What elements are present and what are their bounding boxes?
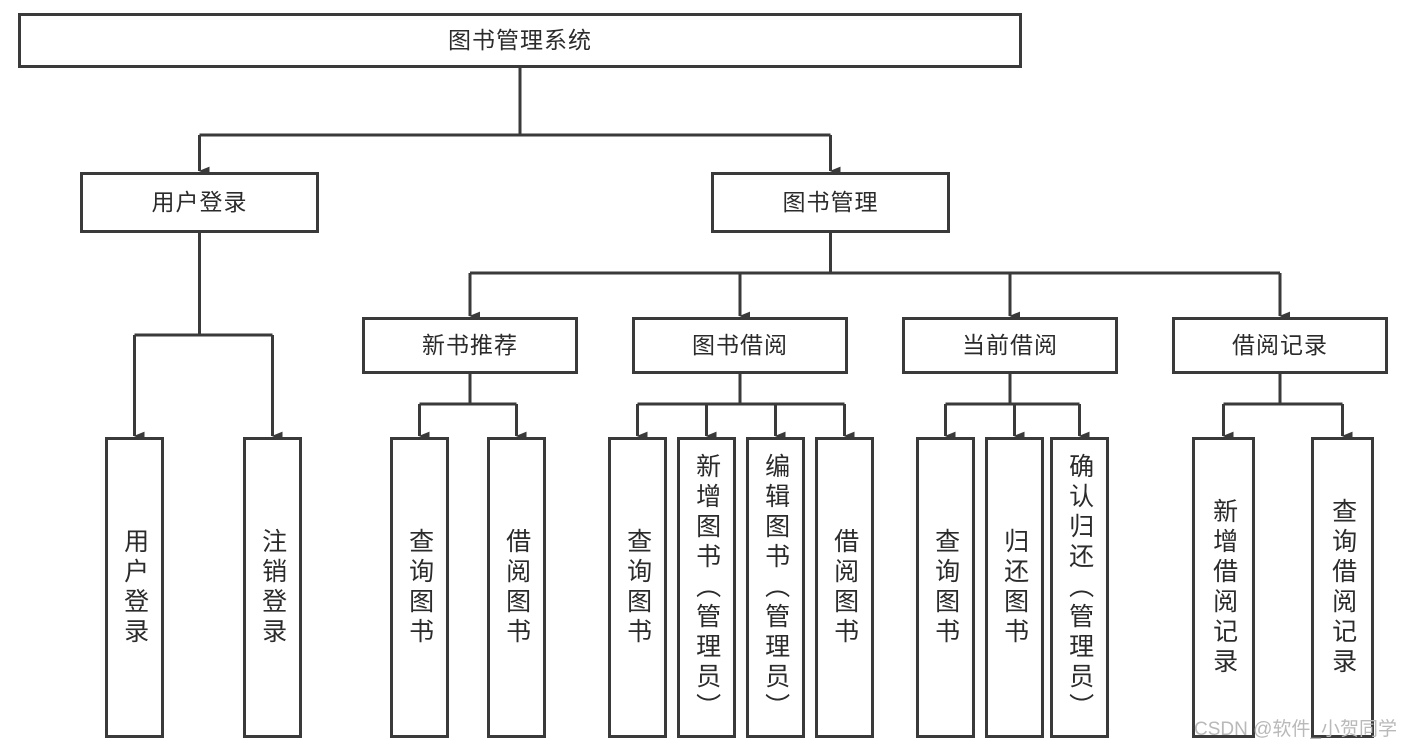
node-label: 归还图书 [1000,527,1029,648]
node-label: 注销登录 [258,527,287,648]
node-leaf-edit-book[interactable]: 编辑图书（管理员） [746,437,805,738]
node-label: 新增图书（管理员） [692,452,721,723]
node-user-login[interactable]: 用户登录 [80,172,319,233]
node-label: 查询图书 [405,527,434,648]
node-current-borrow[interactable]: 当前借阅 [902,317,1118,374]
node-leaf-query-book-2[interactable]: 查询图书 [608,437,667,738]
node-leaf-query-book-1[interactable]: 查询图书 [390,437,449,738]
node-label: 图书借阅 [692,331,788,358]
node-label: 图书管理系统 [448,26,592,53]
node-leaf-add-book[interactable]: 新增图书（管理员） [677,437,736,738]
node-label: 借阅图书 [502,527,531,648]
node-label: 查询图书 [623,527,652,648]
node-book-manage[interactable]: 图书管理 [711,172,950,233]
node-label: 新增借阅记录 [1209,497,1238,678]
node-label: 查询借阅记录 [1328,497,1357,678]
node-label: 用户登录 [151,188,248,215]
node-leaf-user-login[interactable]: 用户登录 [105,437,164,738]
node-leaf-return-book[interactable]: 归还图书 [985,437,1044,738]
node-label: 图书管理 [782,188,879,215]
node-new-book-recommend[interactable]: 新书推荐 [362,317,578,374]
node-label: 借阅记录 [1232,331,1328,358]
node-root-system[interactable]: 图书管理系统 [18,13,1022,68]
node-label: 编辑图书（管理员） [761,452,790,723]
node-book-borrow[interactable]: 图书借阅 [632,317,848,374]
node-label: 当前借阅 [962,331,1058,358]
node-leaf-query-book-3[interactable]: 查询图书 [916,437,975,738]
node-leaf-borrow-book-2[interactable]: 借阅图书 [815,437,874,738]
node-label: 确认归还（管理员） [1065,452,1094,723]
node-leaf-add-record[interactable]: 新增借阅记录 [1192,437,1255,738]
node-label: 用户登录 [120,527,149,648]
node-label: 新书推荐 [422,331,518,358]
node-label: 借阅图书 [830,527,859,648]
node-leaf-query-record[interactable]: 查询借阅记录 [1311,437,1374,738]
node-leaf-borrow-book-1[interactable]: 借阅图书 [487,437,546,738]
node-borrow-record[interactable]: 借阅记录 [1172,317,1388,374]
node-leaf-confirm-return[interactable]: 确认归还（管理员） [1050,437,1109,738]
node-label: 查询图书 [931,527,960,648]
csdn-watermark: CSDN @软件_小贺同学 [1194,719,1397,740]
node-leaf-logout-login[interactable]: 注销登录 [243,437,302,738]
